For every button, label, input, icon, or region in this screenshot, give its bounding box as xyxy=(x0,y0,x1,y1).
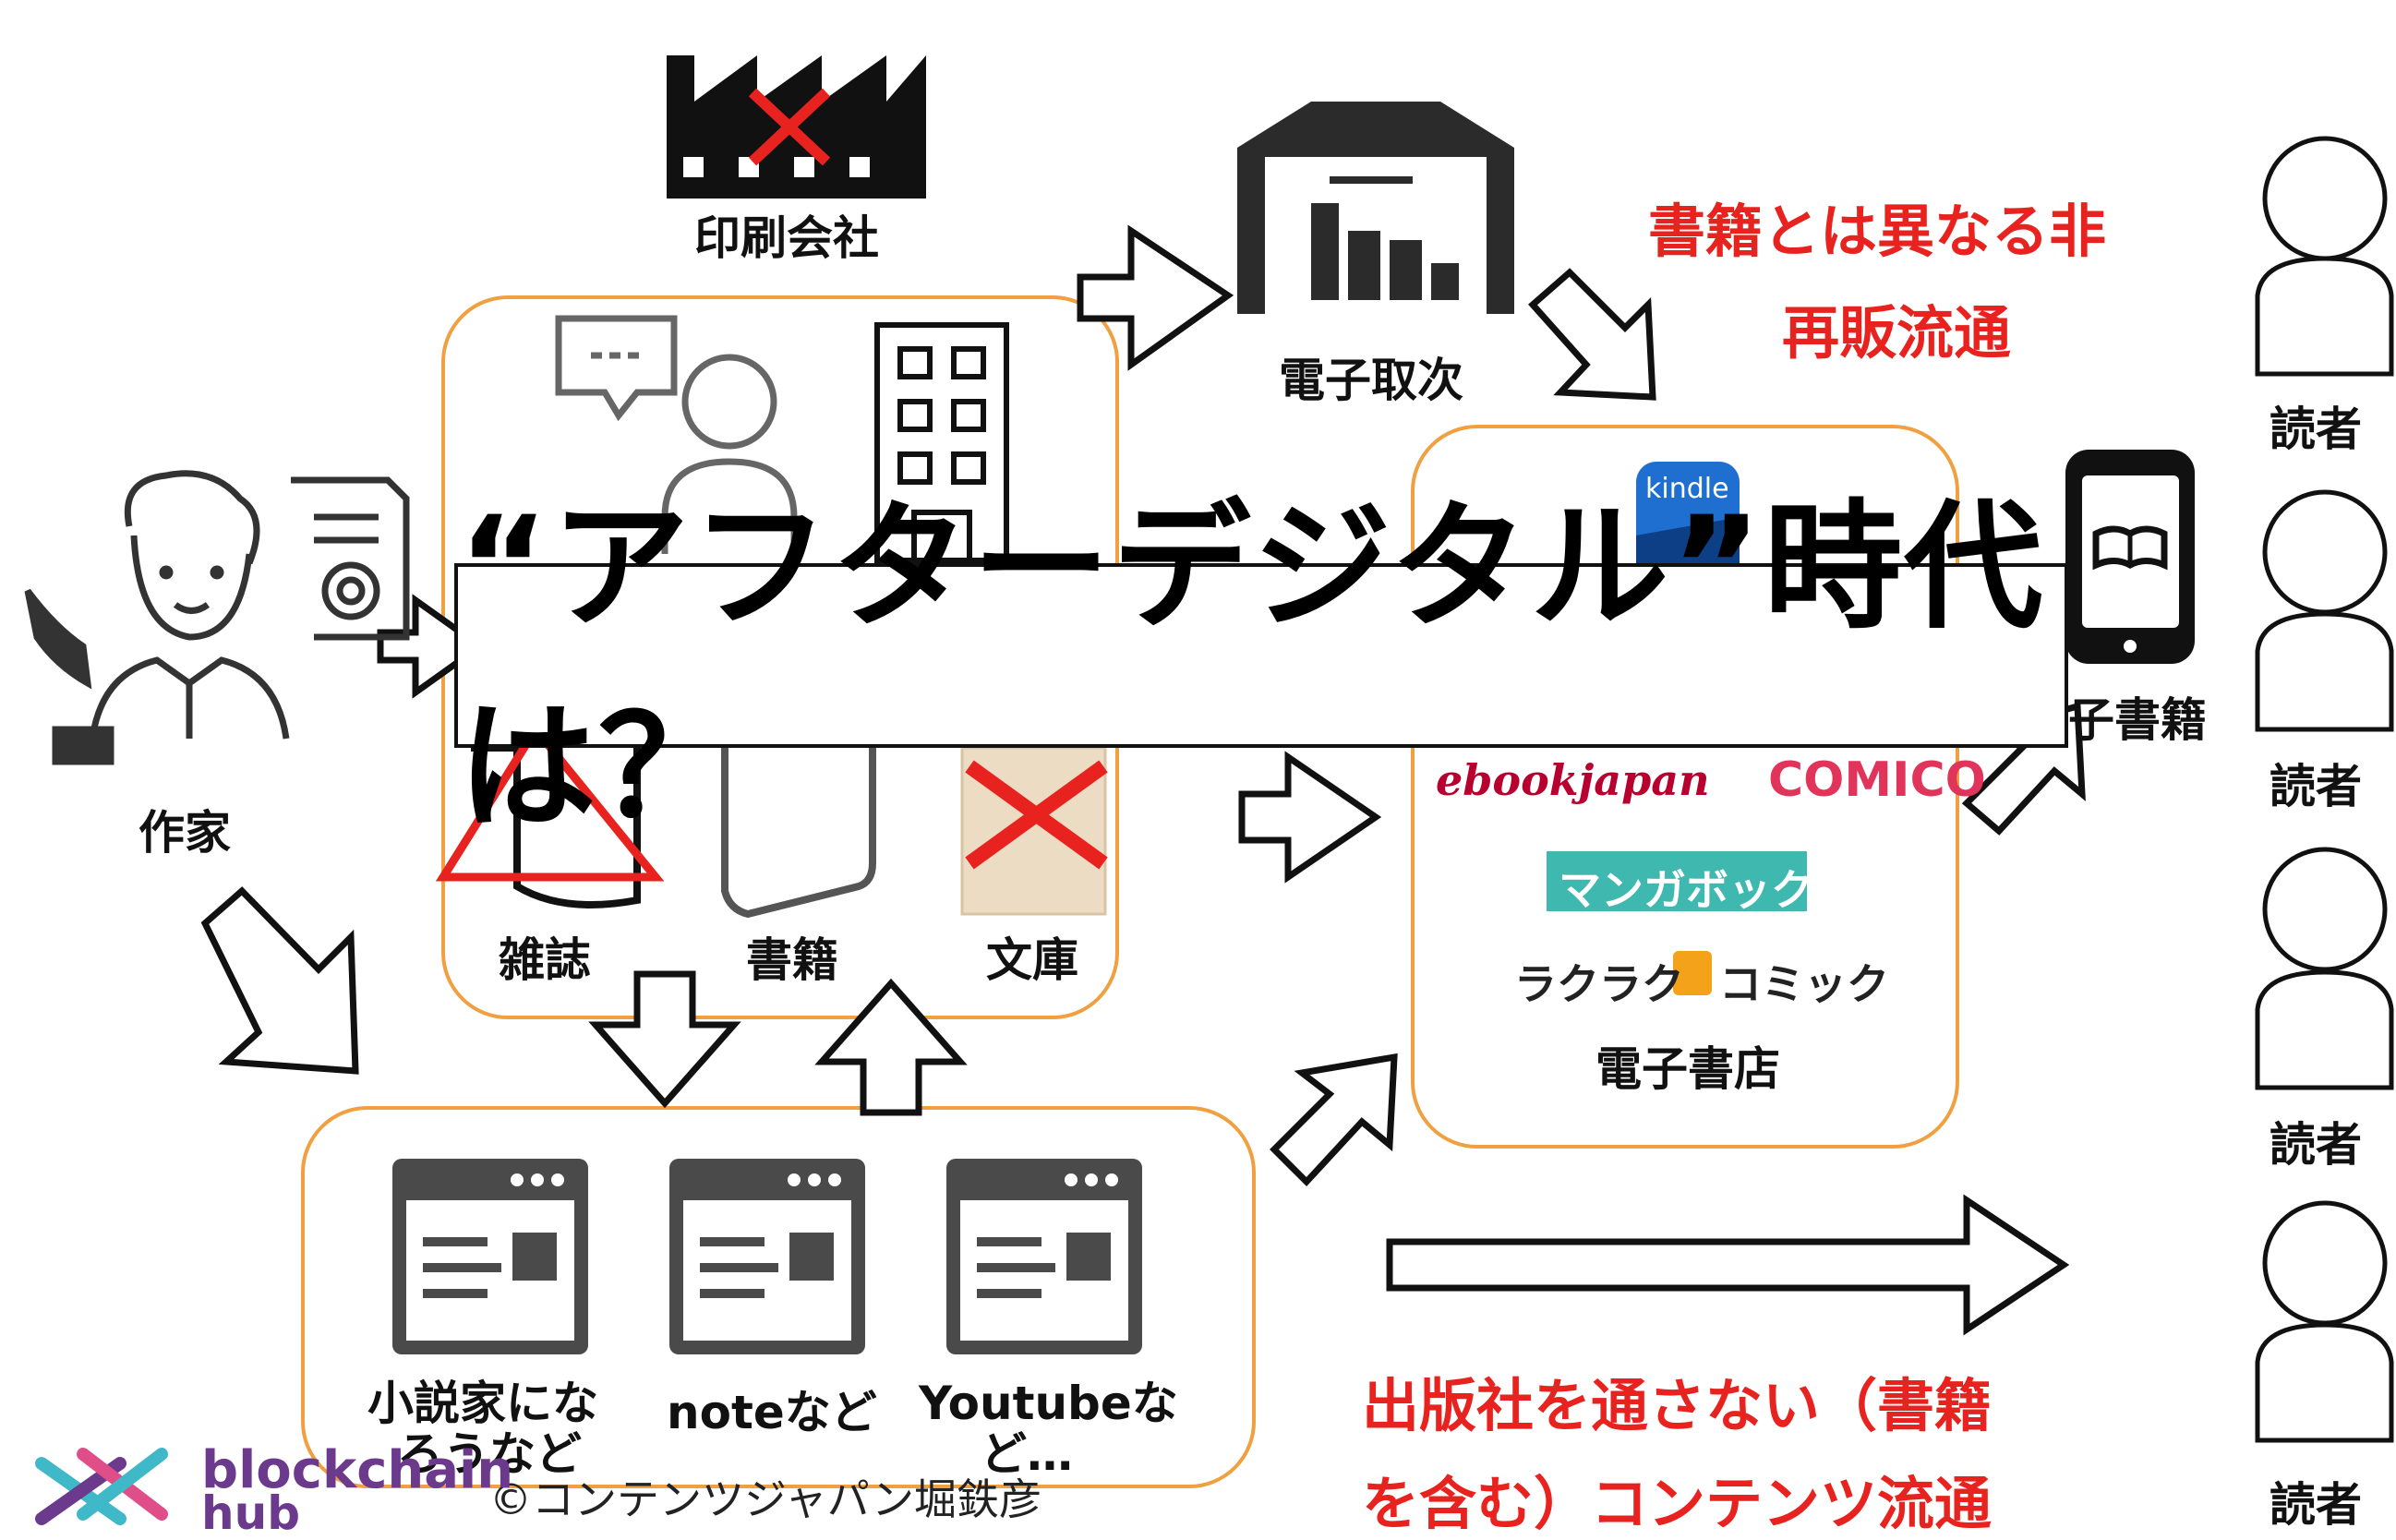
warehouse-icon xyxy=(1237,102,1514,314)
reader-icon xyxy=(2255,1200,2394,1443)
novelist-label-2: ろうなど xyxy=(397,1427,582,1481)
arrow-right-icon xyxy=(377,594,487,699)
rakuraku-logo-text: ラクラク xyxy=(1514,959,1684,1009)
web-platform-box xyxy=(301,1106,1256,1488)
youtube-label-1: Youtubeな xyxy=(919,1377,1178,1430)
arrow-right-icon xyxy=(1238,751,1382,884)
arrow-down-right-icon xyxy=(1528,268,1656,401)
reader-label: 読者 xyxy=(2270,1118,2362,1172)
e-bookstore-box xyxy=(1411,425,1959,1149)
browser-window-icon xyxy=(669,1159,865,1354)
non-resale-note-line2: 再販流通 xyxy=(1782,299,2012,367)
note-label: noteなど xyxy=(667,1386,877,1439)
non-resale-note-line1: 書籍とは異なる非 xyxy=(1648,198,2107,265)
reader-icon xyxy=(2255,847,2394,1090)
reader-icon xyxy=(2255,136,2394,377)
smartphone-icon xyxy=(2065,450,2195,664)
mangabox-logo-text: マンガボックス xyxy=(1559,865,1855,915)
mangabox-logo xyxy=(1547,851,1807,911)
comico-logo: COMICO xyxy=(1768,752,1986,808)
blockchain-hub-logo-line1: blockchain xyxy=(201,1440,514,1500)
e-bookstore-label: 電子書店 xyxy=(1595,1042,1780,1096)
author-label: 作家 xyxy=(138,806,231,860)
person-outline-icon xyxy=(661,354,798,554)
youtube-label-2: ど… xyxy=(981,1427,1073,1481)
bunko-icon xyxy=(960,746,1108,916)
magazine-icon xyxy=(435,722,665,908)
bunko-label: 文庫 xyxy=(986,933,1078,987)
reader-label: 読者 xyxy=(2270,403,2362,456)
arrow-up-right-icon xyxy=(1270,1053,1398,1187)
e-distributor-label: 電子取次 xyxy=(1279,354,1463,407)
book-icon xyxy=(721,748,876,919)
arrow-long-right-icon xyxy=(1386,1194,2070,1336)
reader-icon xyxy=(2255,489,2394,732)
printing-company-label: 印刷会社 xyxy=(694,211,879,265)
novelist-label-1: 小説家にな xyxy=(367,1377,598,1430)
reader-label: 読者 xyxy=(2270,1478,2362,1532)
blockchain-hub-logo-line2: hub xyxy=(201,1486,300,1540)
kindle-logo xyxy=(1636,462,1740,563)
no-publisher-note-line1: 出版社を通さない（書籍 xyxy=(1362,1372,1993,1439)
ebookjapan-logo: ebookjapan xyxy=(1436,755,1710,805)
reader-label: 読者 xyxy=(2270,760,2362,813)
no-publisher-note-line2: を含む）コンテンツ流通 xyxy=(1362,1470,1993,1537)
magazine-label: 雑誌 xyxy=(499,933,591,987)
browser-window-icon xyxy=(392,1159,588,1354)
office-building-icon xyxy=(874,322,1009,563)
comic-logo-text: コミック xyxy=(1719,959,1889,1009)
rakuraku-book-icon xyxy=(1673,951,1712,995)
arrow-up-icon xyxy=(814,978,968,1116)
book-label: 書籍 xyxy=(746,933,838,987)
kindle-logo-text: kindle xyxy=(1645,473,1729,505)
ebook-label: 子書籍 xyxy=(2068,693,2207,747)
blockchain-hub-logo-icon xyxy=(35,1448,168,1525)
speech-bubble-icon xyxy=(555,315,678,422)
copyright-text: ©コンテンツジャパン堀鉄彦 xyxy=(489,1474,1041,1524)
after-digital-banner: “アフターデジタル”時代は？ xyxy=(454,487,2068,848)
author-icon xyxy=(24,470,410,765)
factory-icon xyxy=(667,55,926,199)
arrow-down-right-icon xyxy=(200,886,359,1075)
arrow-down-icon xyxy=(588,970,741,1109)
browser-window-icon xyxy=(946,1159,1142,1354)
arrow-right-icon xyxy=(1077,224,1234,371)
